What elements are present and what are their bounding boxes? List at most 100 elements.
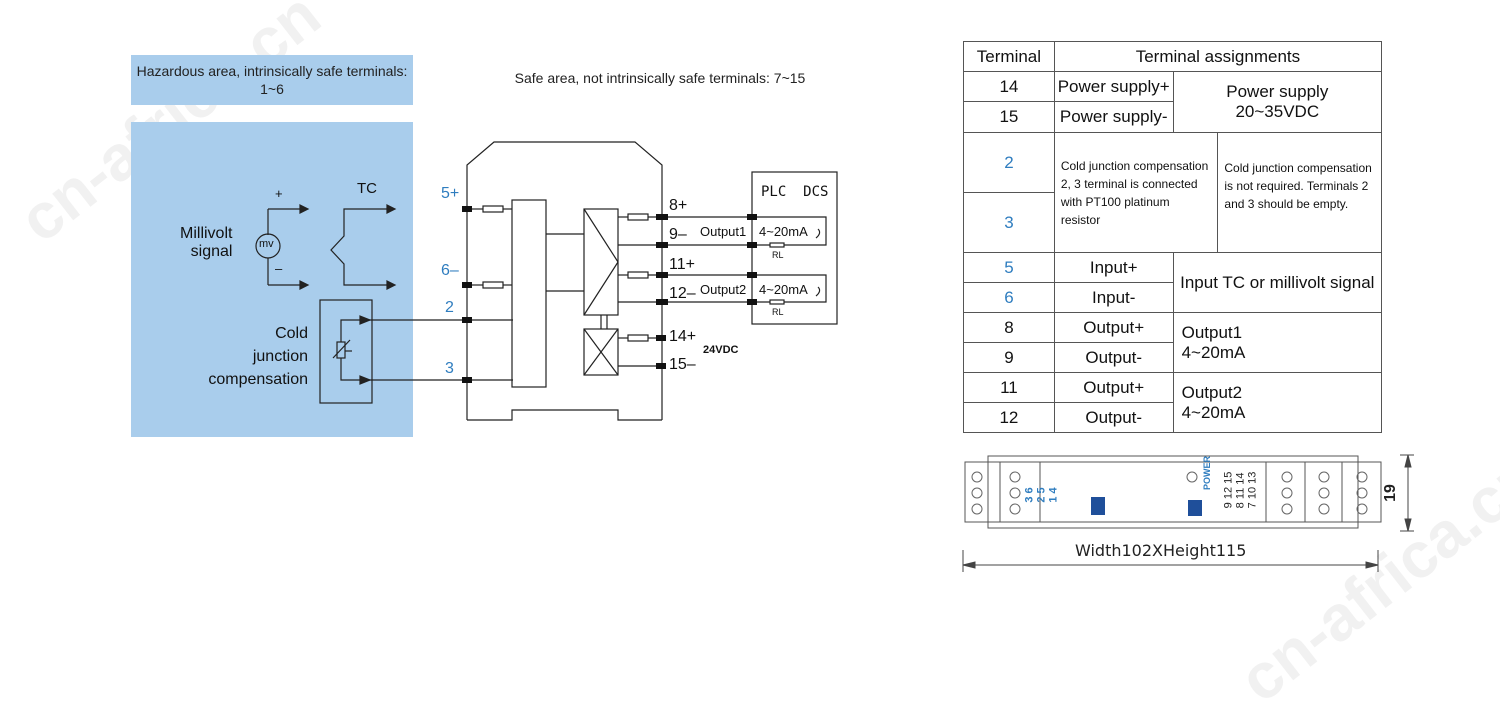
- arrow-icon: [386, 204, 397, 214]
- screw-icon: [1009, 503, 1021, 515]
- millivolt-label: Millivolt signal: [180, 225, 232, 261]
- thermocouple-symbol: [330, 208, 387, 286]
- load-resistor-icon: [769, 242, 785, 248]
- terminal-label-6: 6–: [441, 262, 459, 279]
- terminal-function: Input+: [1053, 252, 1174, 283]
- current-direction-icon: [815, 228, 821, 239]
- wiring-diagram: [255, 141, 1414, 572]
- power-isolation-block: [583, 328, 619, 376]
- terminal-function: Output-: [1053, 402, 1174, 433]
- terminal-row: 8 11 14: [1234, 472, 1247, 509]
- safe-area-label: Safe area, not intrinsically safe termin…: [514, 70, 806, 86]
- screw-icon: [1318, 471, 1330, 483]
- screw-icon: [1009, 471, 1021, 483]
- terminal-row: 2 5: [1035, 487, 1048, 503]
- terminal-6: [462, 282, 472, 288]
- terminal-row: 9 12 15: [1222, 471, 1235, 509]
- terminal-label-15: 15–: [669, 356, 696, 373]
- tc-label: TC: [357, 180, 377, 197]
- screw-icon: [971, 503, 983, 515]
- screw-icon: [1356, 503, 1368, 515]
- terminal-number: 15: [963, 101, 1055, 133]
- output-isolation-block: [583, 208, 619, 316]
- terminal-number: 3: [963, 192, 1055, 253]
- table-row: 14 Power supply+ Power supply 20~35VDC: [963, 71, 1383, 133]
- arrow-icon: [299, 204, 310, 214]
- fuse-icon: [627, 213, 649, 221]
- terminal-number: 9: [963, 342, 1055, 373]
- terminal-label-8: 8+: [669, 197, 688, 214]
- terminal-label-3: 3: [445, 360, 454, 377]
- terminal-label-5: 5+: [441, 185, 460, 202]
- terminal-label-12: 12–: [669, 285, 696, 302]
- table-row: 2 Cold junction compensation 2, 3 termin…: [963, 132, 1382, 253]
- power-supply-group: Power supply 20~35VDC: [1172, 71, 1383, 133]
- arrow-icon: [386, 280, 397, 290]
- terminal-15: [656, 363, 666, 369]
- table-row: 6 Input-: [963, 282, 1382, 313]
- table-row: 11 Output+ Output2 4~20mA: [963, 372, 1383, 433]
- terminal-function: Input-: [1053, 282, 1174, 313]
- certification-logo-icon: [1188, 500, 1202, 516]
- output1-group-line2: 4~20mA: [1181, 342, 1246, 362]
- mv-symbol: mv: [259, 238, 274, 250]
- terminal-11: [656, 272, 668, 278]
- output2-current-range: 4~20mA: [759, 282, 808, 297]
- plc-terminal: [747, 299, 757, 305]
- terminal-function: Output+: [1053, 372, 1174, 403]
- load-resistor-label: RL: [772, 250, 784, 260]
- terminal-label-9: 9–: [669, 226, 687, 243]
- screw-icon: [971, 471, 983, 483]
- arrow-icon: [359, 315, 372, 325]
- terminal-3: [462, 377, 472, 383]
- size-dimension-label: Width102XHeight115: [1075, 541, 1247, 560]
- fuse-icon: [482, 281, 504, 289]
- table-header-row: Terminal Terminal assignments: [963, 41, 1383, 72]
- millivolt-label-line2: signal: [190, 243, 233, 260]
- header-terminal: Terminal: [963, 41, 1055, 72]
- header-assignments: Terminal assignments: [1053, 41, 1383, 72]
- table-row: 15 Power supply-: [963, 101, 1382, 133]
- terminal-number: 5: [963, 252, 1055, 283]
- terminal-label-2: 2: [445, 299, 454, 316]
- power-group-line2: 20~35VDC: [1235, 102, 1320, 121]
- plc-terminal: [747, 272, 757, 278]
- millivolt-source-symbol: [255, 208, 300, 286]
- terminal-14: [656, 335, 666, 341]
- input-processing-block: [511, 199, 547, 388]
- depth-dimension: 19: [1381, 484, 1399, 502]
- output2-group: Output2 4~20mA: [1172, 372, 1383, 433]
- power-led-icon: [1186, 471, 1198, 483]
- screw-icon: [1356, 471, 1368, 483]
- screw-icon: [1009, 487, 1021, 499]
- minus-sign: –: [275, 261, 283, 276]
- table-row: 12 Output-: [963, 402, 1382, 433]
- power-group-line1: Power supply: [1226, 82, 1329, 101]
- plus-sign: +: [275, 186, 283, 201]
- dimension-arrow-icon: [1404, 518, 1412, 532]
- load-resistor-label: RL: [772, 307, 784, 317]
- table-row: 5 Input+ Input TC or millivolt signal: [963, 252, 1383, 313]
- terminal-label-14: 14+: [669, 328, 697, 345]
- arrow-icon: [359, 375, 372, 385]
- output1-group-line1: Output1: [1181, 322, 1243, 342]
- screw-icon: [1356, 487, 1368, 499]
- output2-group-line1: Output2: [1181, 382, 1243, 402]
- terminal-number: 8: [963, 312, 1055, 343]
- plc-terminal: [747, 242, 757, 248]
- terminal-function: Output+: [1053, 312, 1174, 343]
- screw-icon: [1281, 503, 1293, 515]
- cjc-label-line2: junction: [252, 348, 308, 365]
- left-terminal-numbers: 3 6 2 5 1 4: [1024, 487, 1060, 502]
- terminal-function: Power supply+: [1053, 71, 1174, 102]
- cjc-label-line1: Cold: [275, 325, 308, 342]
- cjc-label-line3: compensation: [208, 371, 308, 388]
- power-led-label: POWER: [1202, 455, 1213, 491]
- right-terminal-numbers: 9 12 15 8 11 14 7 10 13: [1222, 472, 1258, 509]
- terminal-label-11: 11+: [669, 256, 695, 273]
- plc-dcs-label: PLC DCS: [761, 184, 829, 200]
- fuse-icon: [627, 271, 649, 279]
- load-resistor-icon: [769, 299, 785, 305]
- terminal-row: 3 6: [1023, 487, 1036, 503]
- output1-group: Output1 4~20mA: [1172, 312, 1383, 373]
